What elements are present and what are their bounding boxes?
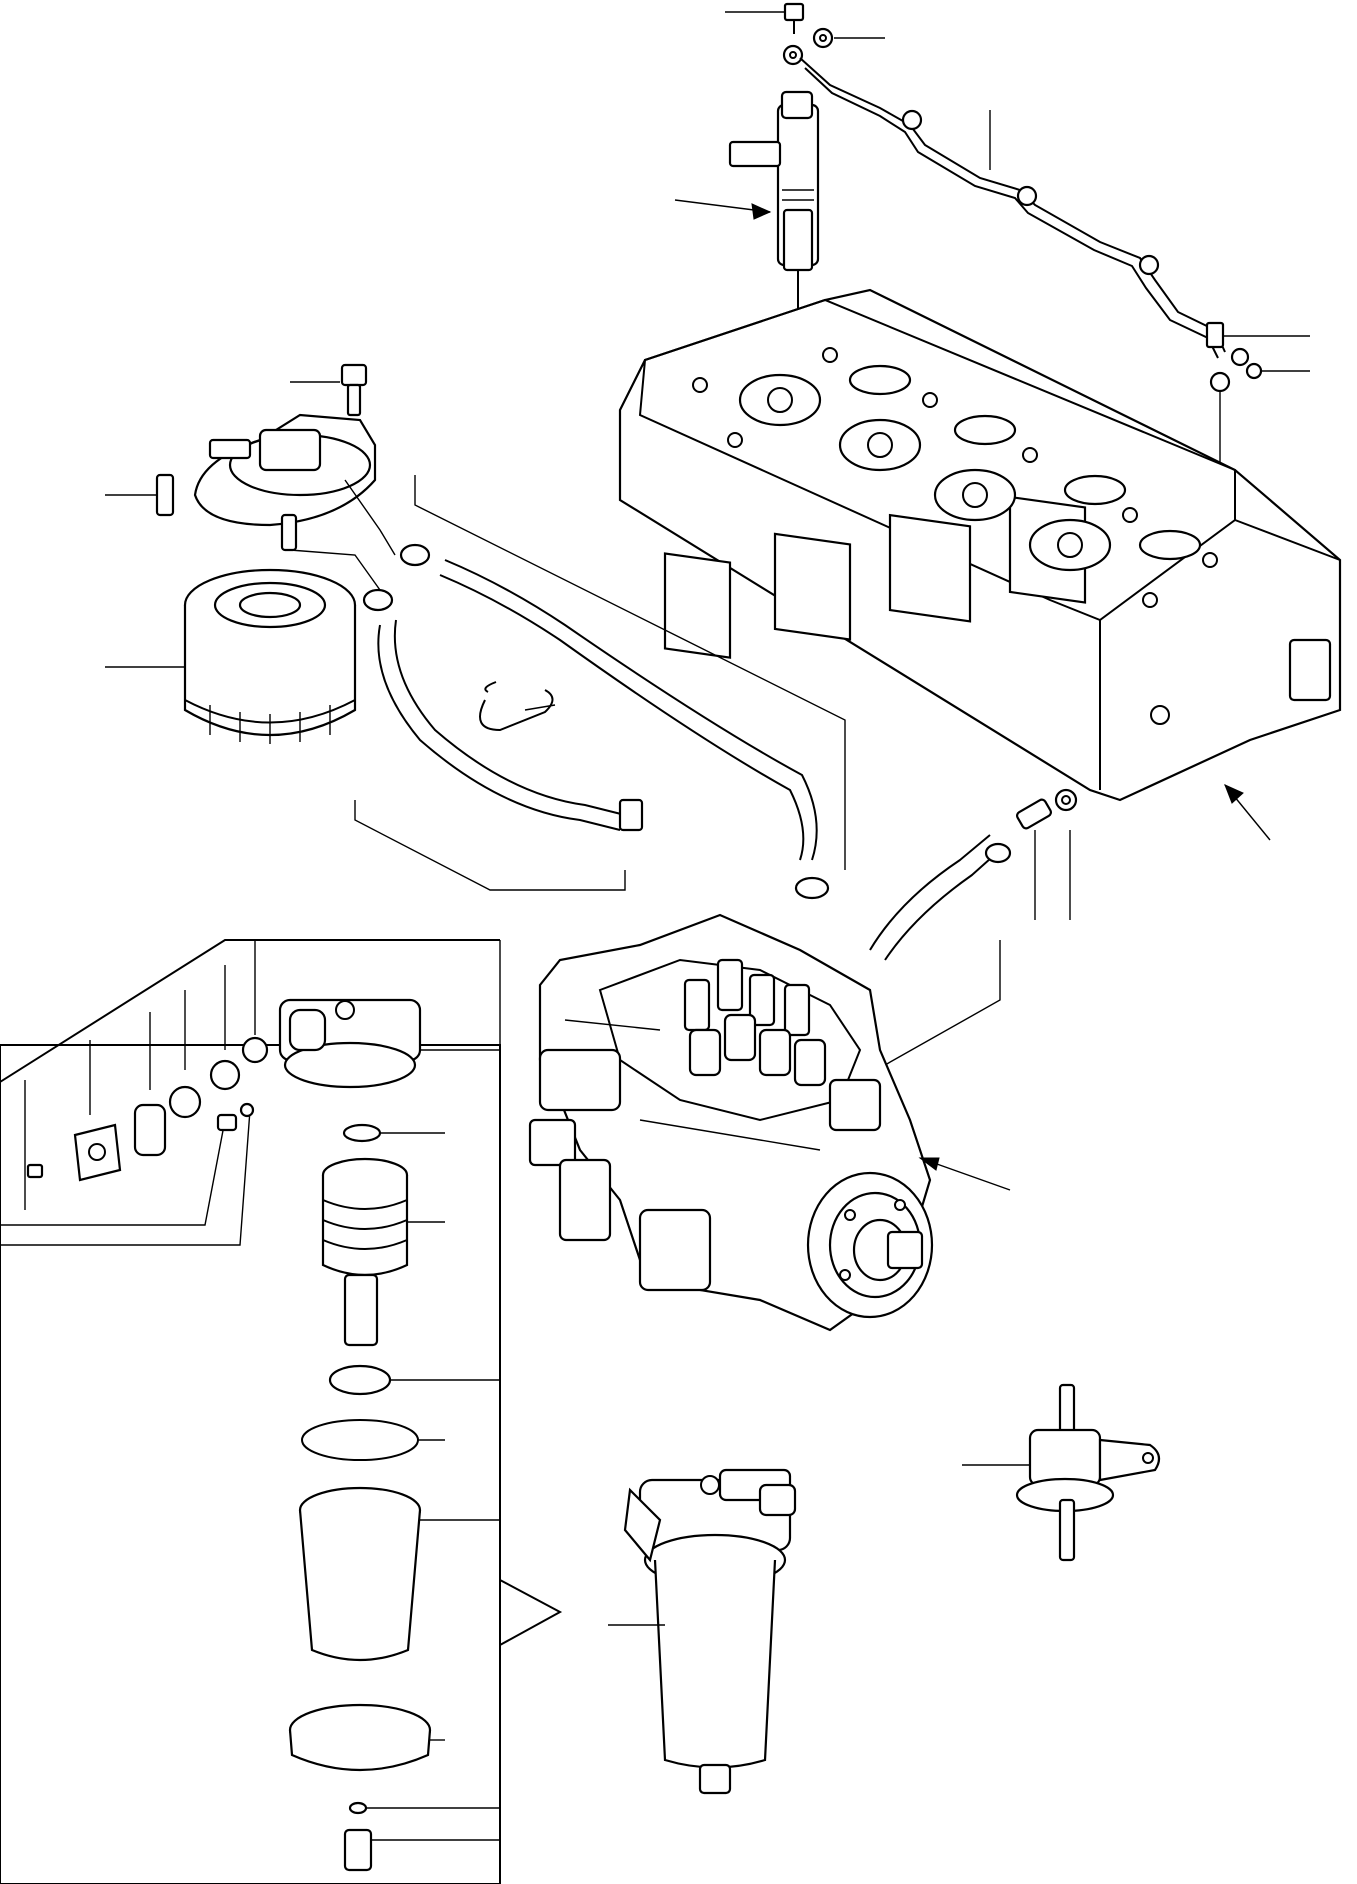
fuel-pressure-regulator <box>962 1383 1161 1562</box>
fuel-filter-head <box>105 363 377 552</box>
fuel-injector <box>674 90 820 395</box>
fuel-injection-pipe <box>725 2 1310 630</box>
cylinder-head <box>618 288 1342 841</box>
fuel-injection-pump <box>528 913 1011 1332</box>
fuel-filter-cartridge <box>105 568 357 744</box>
water-separator-assembly <box>608 1468 797 1795</box>
fuel-hoses <box>289 475 1071 1080</box>
water-separator-exploded <box>0 939 563 1884</box>
hose-clamps <box>362 543 1078 900</box>
